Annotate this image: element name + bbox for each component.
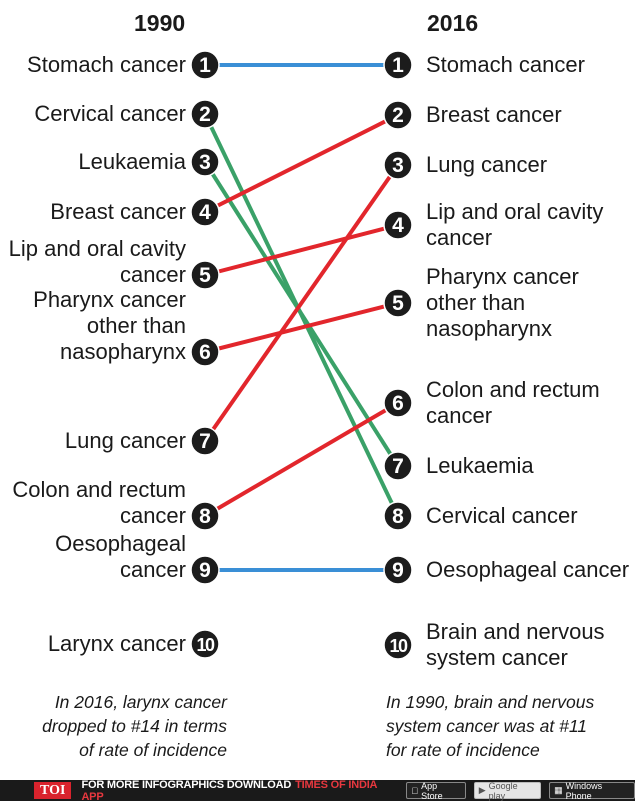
svg-text:10: 10 bbox=[389, 636, 408, 656]
google-play-badge[interactable]: ▶Google play bbox=[473, 781, 542, 801]
left-rank-badge-6: 6 bbox=[190, 337, 220, 367]
left-label-rank-2: Cervical cancer bbox=[34, 101, 186, 126]
link-line-4-to-2 bbox=[204, 113, 399, 214]
right-label-rank-2: Breast cancer bbox=[426, 102, 562, 127]
right-rank-badge-8: 8 bbox=[383, 501, 413, 531]
svg-text:9: 9 bbox=[199, 559, 211, 582]
left-label-rank-4: Breast cancer bbox=[50, 199, 186, 224]
svg-text:7: 7 bbox=[199, 430, 211, 453]
left-label-rank-10: Larynx cancer bbox=[47, 631, 186, 656]
svg-text:10: 10 bbox=[196, 635, 215, 655]
left-label-rank-3: Leukaemia bbox=[78, 149, 186, 174]
year-1990-heading: 1990 bbox=[134, 10, 186, 36]
right-label-rank-9: Oesophageal cancer bbox=[426, 557, 630, 582]
left-label-rank-1: Stomach cancer bbox=[27, 52, 186, 77]
link-line-5-to-4 bbox=[204, 223, 399, 277]
left-rank-badge-9: 9 bbox=[190, 555, 220, 585]
footer-app-name: TIMES OF INDIA APP bbox=[81, 778, 377, 803]
svg-text:9: 9 bbox=[392, 559, 404, 582]
svg-text:6: 6 bbox=[392, 392, 404, 415]
right-label-rank-10: Brain and nervous system cancer bbox=[426, 619, 605, 670]
play-icon: ▶ bbox=[475, 785, 486, 795]
right-rank-badge-5: 5 bbox=[383, 288, 413, 318]
left-label-rank-9: Oesophageal cancer bbox=[55, 531, 186, 582]
right-rank-badge-1: 1 bbox=[383, 50, 413, 80]
link-line-6-to-5 bbox=[204, 301, 399, 354]
app-store-label: App Store bbox=[417, 781, 458, 801]
svg-text:7: 7 bbox=[392, 455, 404, 478]
google-play-label: Google play bbox=[485, 781, 534, 801]
svg-text:5: 5 bbox=[392, 292, 404, 315]
right-label-rank-5: Pharynx cancer other than nasopharynx bbox=[426, 264, 579, 341]
svg-text:2: 2 bbox=[392, 104, 404, 127]
left-rank-badge-1: 1 bbox=[190, 50, 220, 80]
right-rank-badge-10: 10 bbox=[383, 630, 413, 660]
svg-text:1: 1 bbox=[199, 54, 211, 77]
footer-promo: FOR MORE INFOGRAPHICS DOWNLOAD bbox=[81, 778, 292, 791]
right-label-rank-8: Cervical cancer bbox=[426, 503, 578, 528]
svg-text:4: 4 bbox=[392, 214, 404, 237]
right-rank-badge-3: 3 bbox=[383, 150, 413, 180]
left-rank-badge-7: 7 bbox=[190, 426, 220, 456]
right-label-rank-7: Leukaemia bbox=[426, 453, 534, 478]
svg-text:4: 4 bbox=[199, 201, 211, 224]
right-rank-badge-6: 6 bbox=[383, 388, 413, 418]
windows-phone-label: Windows Phone bbox=[562, 781, 628, 801]
right-label-rank-1: Stomach cancer bbox=[426, 52, 585, 77]
left-label-rank-7: Lung cancer bbox=[64, 428, 186, 453]
svg-text:5: 5 bbox=[199, 264, 211, 287]
link-line-7-to-3 bbox=[203, 163, 400, 443]
link-line-8-to-6 bbox=[203, 401, 400, 518]
svg-text:8: 8 bbox=[392, 505, 404, 528]
left-label-rank-8: Colon and rectum cancer bbox=[12, 477, 186, 528]
svg-text:8: 8 bbox=[199, 505, 211, 528]
link-line-3-to-7 bbox=[203, 160, 400, 468]
left-label-rank-6: Pharynx cancer other than nasopharynx bbox=[33, 287, 186, 364]
year-2016-heading: 2016 bbox=[427, 10, 479, 36]
left-rank-badge-4: 4 bbox=[190, 197, 220, 227]
right-label-rank-3: Lung cancer bbox=[426, 152, 548, 177]
svg-text:3: 3 bbox=[199, 151, 211, 174]
right-rank-badge-7: 7 bbox=[383, 451, 413, 481]
svg-text:1: 1 bbox=[392, 54, 404, 77]
svg-text:2: 2 bbox=[199, 103, 211, 126]
right-label-rank-6: Colon and rectum cancer bbox=[426, 377, 600, 428]
right-rank-badge-9: 9 bbox=[383, 555, 413, 585]
right-label-rank-4: Lip and oral cavity cancer bbox=[426, 199, 604, 250]
note-larynx: In 2016, larynx cancer dropped to #14 in… bbox=[42, 692, 227, 760]
right-rank-badge-2: 2 bbox=[383, 100, 413, 130]
note-brain: In 1990, brain and nervous system cancer… bbox=[386, 692, 595, 760]
windows-phone-badge[interactable]: ▦Windows Phone bbox=[549, 781, 635, 801]
left-rank-badge-3: 3 bbox=[190, 147, 220, 177]
rank-chart: 1 2 3 4 5 6 7 8 9 10 1 2 3 4 5 6 7 8 9 10 bbox=[190, 50, 413, 660]
toi-logo: TOI bbox=[34, 782, 72, 799]
left-rank-badge-8: 8 bbox=[190, 501, 220, 531]
left-rank-badge-2: 2 bbox=[190, 99, 220, 129]
app-store-badge[interactable]: App Store bbox=[406, 781, 466, 801]
svg-text:6: 6 bbox=[199, 341, 211, 364]
left-label-rank-5: Lip and oral cavity cancer bbox=[8, 236, 186, 287]
left-rank-badge-5: 5 bbox=[190, 260, 220, 290]
windows-icon: ▦ bbox=[551, 785, 563, 795]
right-rank-badge-4: 4 bbox=[383, 210, 413, 240]
svg-text:3: 3 bbox=[392, 154, 404, 177]
apple-icon:  bbox=[411, 786, 418, 796]
left-rank-badge-10: 10 bbox=[190, 629, 220, 659]
